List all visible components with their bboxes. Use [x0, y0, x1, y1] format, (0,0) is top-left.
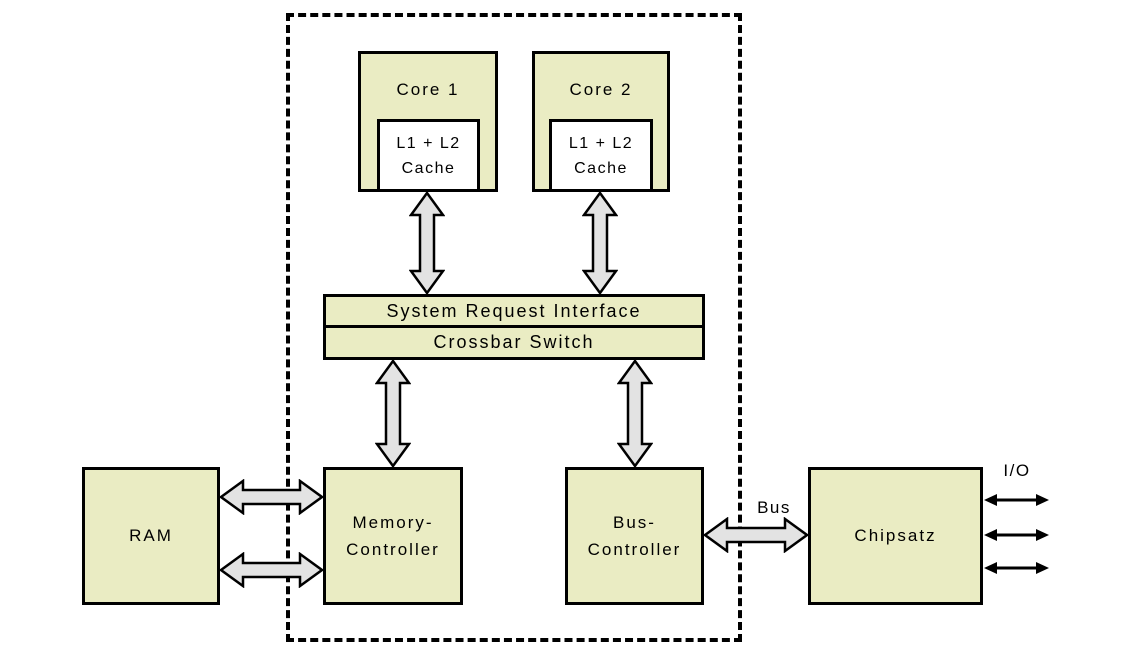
arrow-crossbar-to-bus-controller — [617, 360, 653, 467]
core1-cache-box: L1 + L2 Cache — [377, 119, 480, 192]
ram-box: RAM — [82, 467, 220, 605]
arrow-bus-controller-chipsatz — [704, 517, 808, 553]
core1-label: Core 1 — [396, 80, 460, 99]
crossbar-label: Crossbar Switch — [433, 332, 595, 352]
core2-cache-line2: Cache — [574, 159, 628, 177]
core1-cache-line2: Cache — [401, 159, 456, 177]
arrow-ram-memctrl-lower — [220, 552, 323, 588]
bus-controller-line2: Controller — [587, 540, 682, 559]
bus-label: Bus — [757, 498, 791, 517]
core2-label: Core 2 — [569, 80, 633, 99]
memory-controller-line1: Memory- — [352, 513, 434, 532]
crossbar-switch-bar: Crossbar Switch — [323, 325, 705, 360]
arrow-ram-memctrl-upper — [220, 479, 323, 515]
bus-controller-line1: Bus- — [613, 513, 656, 532]
ram-label: RAM — [129, 526, 173, 545]
core1-cache-line1: L1 + L2 — [396, 134, 461, 152]
chipsatz-label: Chipsatz — [854, 526, 937, 545]
core2-cache-line1: L1 + L2 — [568, 134, 634, 152]
arrow-core2-cache-to-sri — [582, 192, 618, 294]
system-request-interface-bar: System Request Interface — [323, 294, 705, 328]
memory-controller-box: Memory- Controller — [323, 467, 463, 605]
arrow-core1-cache-to-sri — [409, 192, 445, 294]
memory-controller-line2: Controller — [346, 540, 440, 559]
arrow-chipsatz-io-2 — [984, 529, 1049, 541]
arrow-chipsatz-io-1 — [984, 494, 1049, 506]
sri-label: System Request Interface — [386, 300, 642, 321]
arrow-chipsatz-io-3 — [984, 562, 1049, 574]
chipsatz-box: Chipsatz — [808, 467, 983, 605]
io-label: I/O — [1003, 461, 1031, 480]
core2-cache-box: L1 + L2 Cache — [549, 119, 653, 192]
arrow-crossbar-to-memory-controller — [375, 360, 411, 467]
bus-controller-box: Bus- Controller — [565, 467, 704, 605]
cpu-die-dashed-border — [286, 13, 742, 642]
